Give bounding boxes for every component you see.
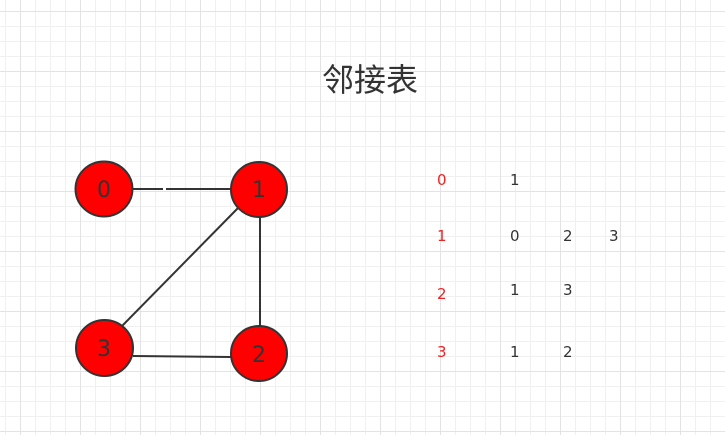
adjacency-neighbor: 1 (510, 281, 520, 299)
adjacency-neighbor: 2 (563, 343, 573, 361)
node-label-0: 0 (97, 178, 111, 203)
node-label-2: 2 (252, 343, 266, 368)
graph-node-3: 3 (75, 319, 134, 377)
adjacency-neighbor: 1 (510, 171, 520, 189)
adjacency-neighbor: 2 (563, 227, 573, 245)
adjacency-neighbor: 0 (510, 227, 520, 245)
adjacency-vertex-0: 0 (437, 171, 447, 189)
adjacency-vertex-1: 1 (437, 227, 447, 245)
adjacency-vertex-3: 3 (437, 343, 447, 361)
graph-node-2: 2 (230, 325, 288, 382)
diagram-title: 邻接表 (321, 61, 418, 99)
adjacency-vertex-2: 2 (437, 285, 447, 303)
graph-node-1: 1 (230, 161, 288, 218)
edge-1-3 (121, 207, 239, 327)
edge-3-2 (132, 355, 232, 358)
adjacency-neighbor: 3 (563, 281, 573, 299)
graph-node-0: 0 (74, 160, 134, 218)
adjacency-neighbor: 3 (609, 227, 619, 245)
node-label-3: 3 (97, 337, 111, 362)
node-label-1: 1 (252, 178, 266, 203)
graph-edges (121, 188, 261, 358)
adjacency-neighbor: 1 (510, 343, 520, 361)
